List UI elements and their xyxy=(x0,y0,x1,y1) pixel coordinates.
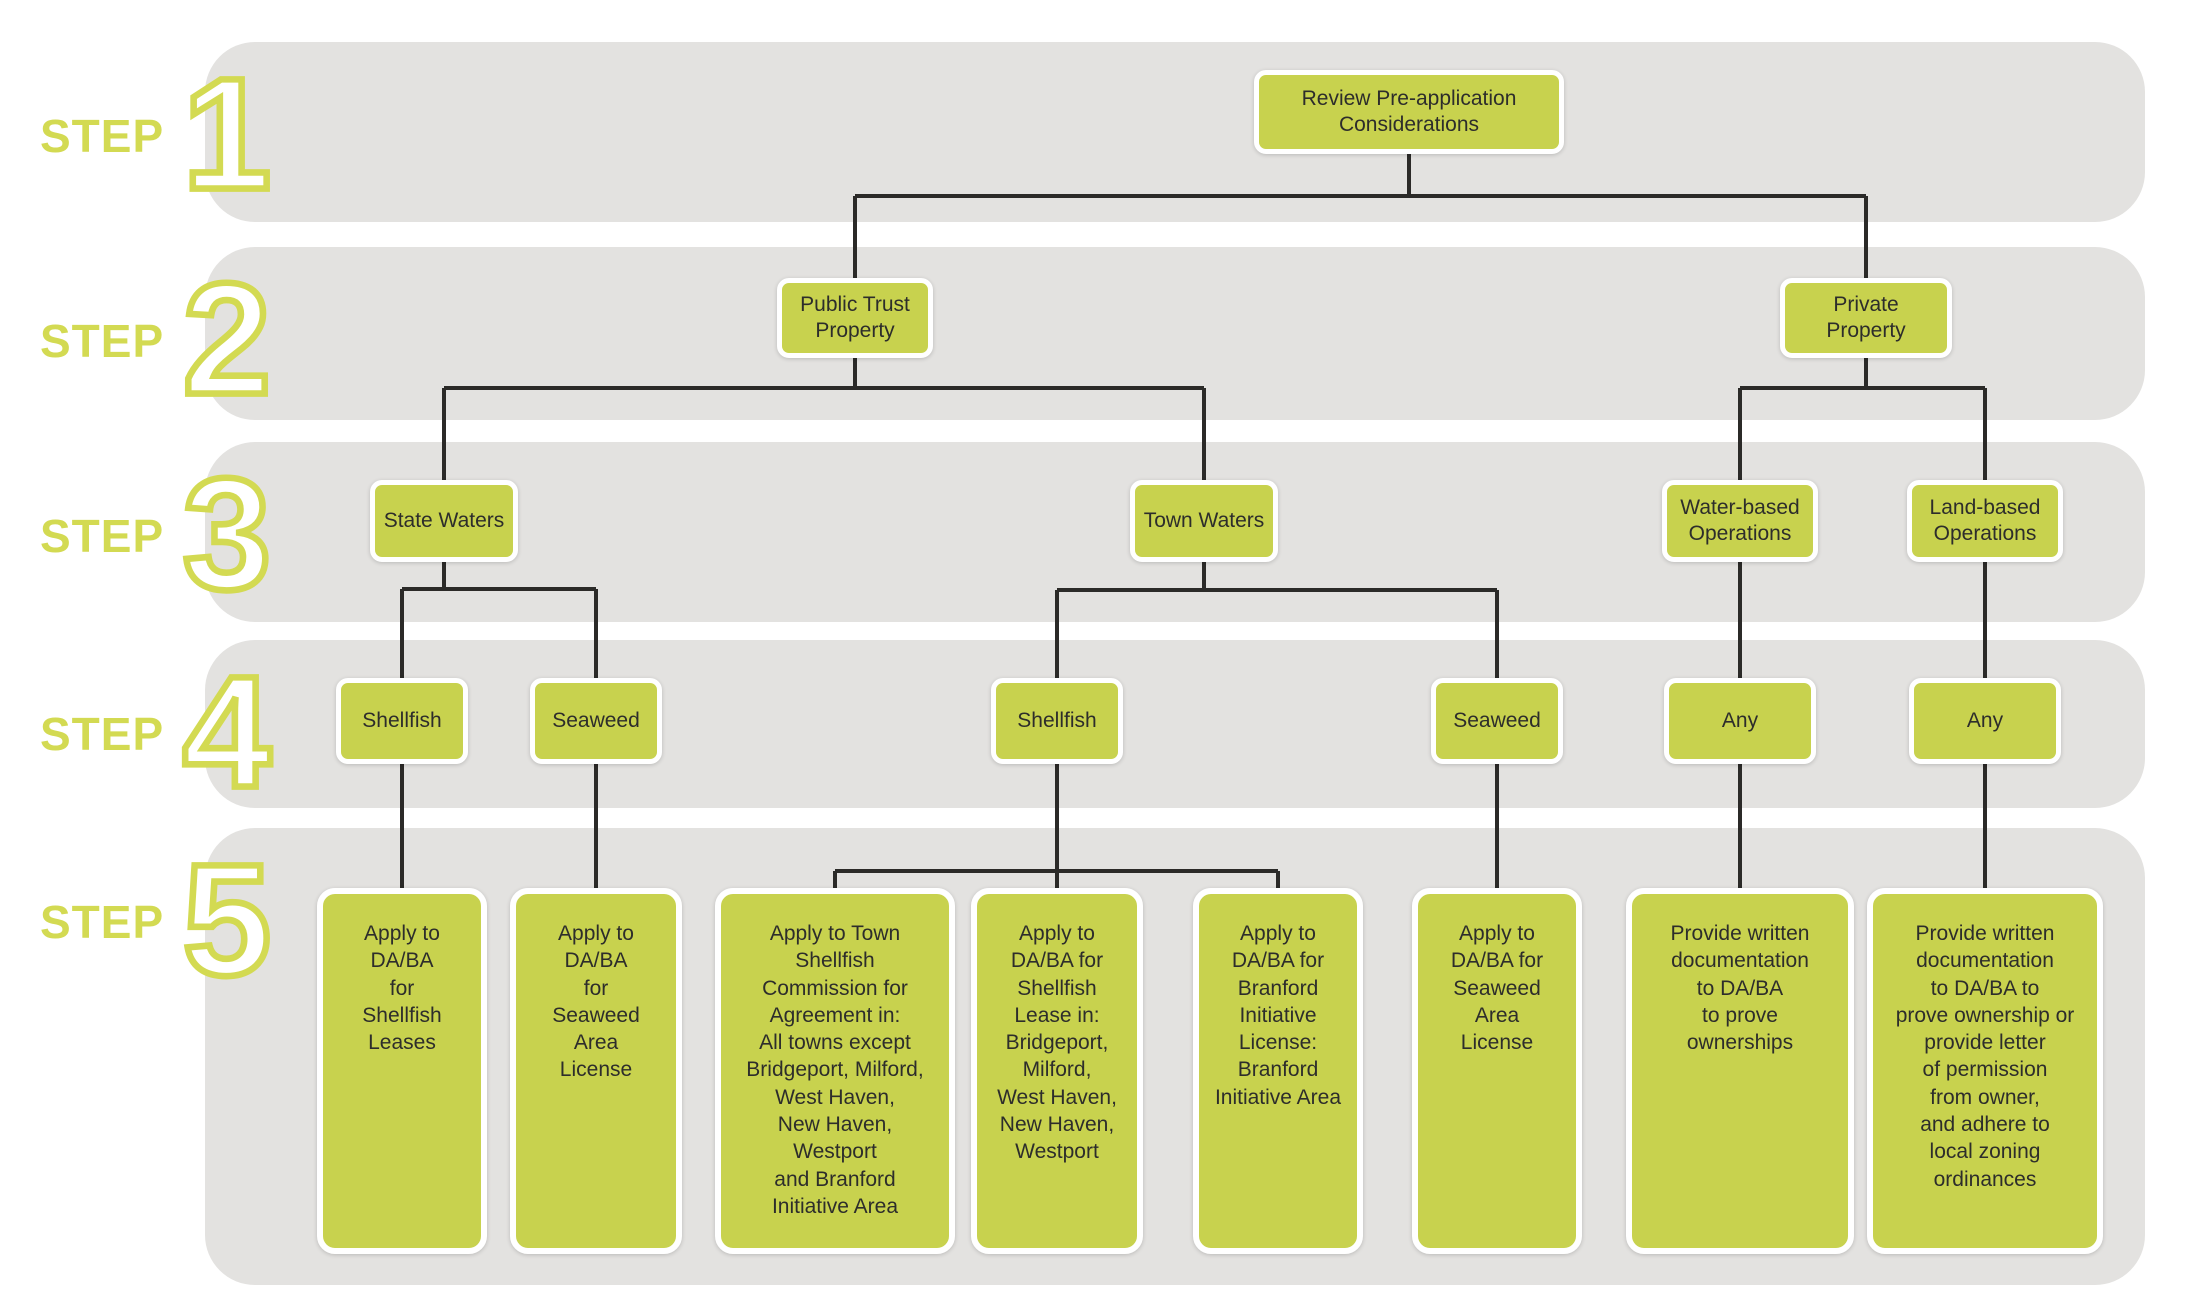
step-word: STEP xyxy=(40,510,165,562)
node-apply-seaweed-area-license-town: Apply to DA/BA for Seaweed Area License xyxy=(1412,888,1582,1254)
step-word: STEP xyxy=(40,110,165,162)
step-number-outline: 2 xyxy=(180,246,275,425)
node-state-waters: State Waters xyxy=(370,480,518,562)
step-label-4: STEP 4 xyxy=(40,638,280,818)
svg-text:4: 4 xyxy=(183,643,271,818)
step-band-1 xyxy=(205,42,2145,222)
node-review-preapplication: Review Pre-application Considerations xyxy=(1254,70,1564,154)
step-number-outline: 4 xyxy=(180,639,275,818)
node-apply-daba-shellfish-lease: Apply to DA/BA for Shellfish Lease in: B… xyxy=(971,888,1143,1254)
node-seaweed-state: Seaweed xyxy=(530,678,662,764)
svg-text:2: 2 xyxy=(183,250,271,425)
node-water-based-operations: Water-based Operations xyxy=(1662,480,1818,562)
svg-text:5: 5 xyxy=(183,831,271,1006)
step-word: STEP xyxy=(40,708,165,760)
step-label-2: STEP 2 xyxy=(40,245,280,425)
node-private-property: Private Property xyxy=(1780,278,1952,358)
node-any-water: Any xyxy=(1664,678,1816,764)
node-apply-shellfish-leases: Apply to DA/BA for Shellfish Leases xyxy=(317,888,487,1254)
node-shellfish-town: Shellfish xyxy=(991,678,1123,764)
node-provide-documentation-ownership-or-permission: Provide written documentation to DA/BA t… xyxy=(1867,888,2103,1254)
node-shellfish-state: Shellfish xyxy=(336,678,468,764)
step-number-outline: 3 xyxy=(180,441,275,620)
svg-text:3: 3 xyxy=(183,445,271,620)
step-word: STEP xyxy=(40,315,165,367)
step-label-5: STEP 5 xyxy=(40,826,280,1006)
step-band-4 xyxy=(205,640,2145,808)
node-land-based-operations: Land-based Operations xyxy=(1907,480,2063,562)
step-number-outline: 5 xyxy=(180,827,275,1006)
step-label-1: STEP 1 xyxy=(40,40,280,220)
node-seaweed-town: Seaweed xyxy=(1431,678,1563,764)
step-word: STEP xyxy=(40,896,165,948)
step-label-3: STEP 3 xyxy=(40,440,280,620)
node-any-land: Any xyxy=(1909,678,2061,764)
step-band-5 xyxy=(205,828,2145,1285)
step-number-outline: 1 xyxy=(180,41,275,220)
node-provide-documentation-ownership: Provide written documentation to DA/BA t… xyxy=(1626,888,1854,1254)
node-apply-seaweed-area-license-state: Apply to DA/BA for Seaweed Area License xyxy=(510,888,682,1254)
node-public-trust-property: Public Trust Property xyxy=(777,278,933,358)
node-apply-town-shellfish-commission: Apply to Town Shellfish Commission for A… xyxy=(715,888,955,1254)
node-town-waters: Town Waters xyxy=(1130,480,1278,562)
node-apply-branford-initiative-license: Apply to DA/BA for Branford Initiative L… xyxy=(1193,888,1363,1254)
svg-text:1: 1 xyxy=(183,45,271,220)
